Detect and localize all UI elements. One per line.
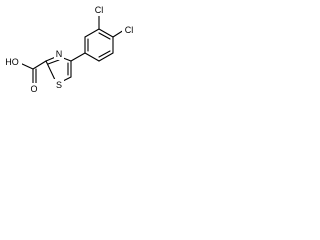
bond-lines <box>19 15 125 84</box>
atom-labels: HO O N S Cl Cl <box>2 4 136 95</box>
bond-ph-6-1 <box>84 52 100 62</box>
bond-ph-3-4-double <box>98 32 111 40</box>
bond-ph-2-3 <box>84 28 100 38</box>
ring-sulfur-label: S <box>56 80 62 90</box>
carboxyl-oxygen-label: O <box>30 84 37 94</box>
bond-c-oh <box>19 62 34 70</box>
bond-c-c2 <box>32 60 47 70</box>
bond-ph-5-6-double <box>98 50 111 58</box>
bond-ph-5-6 <box>98 52 114 62</box>
ring-nitrogen-label: N <box>56 49 63 59</box>
bond-c2-n-double <box>47 59 60 65</box>
molecule-diagram: HO O N S Cl Cl <box>2 4 136 95</box>
bond-s-c2 <box>45 60 57 83</box>
chlorine-2-label: Cl <box>125 25 134 35</box>
chlorine-1-label: Cl <box>95 5 104 15</box>
structure-canvas: HO O N S Cl Cl <box>0 0 152 97</box>
bond-c4-phenyl <box>70 52 86 62</box>
bond-ph-3-4 <box>98 28 114 38</box>
hydroxyl-label: HO <box>5 57 19 67</box>
